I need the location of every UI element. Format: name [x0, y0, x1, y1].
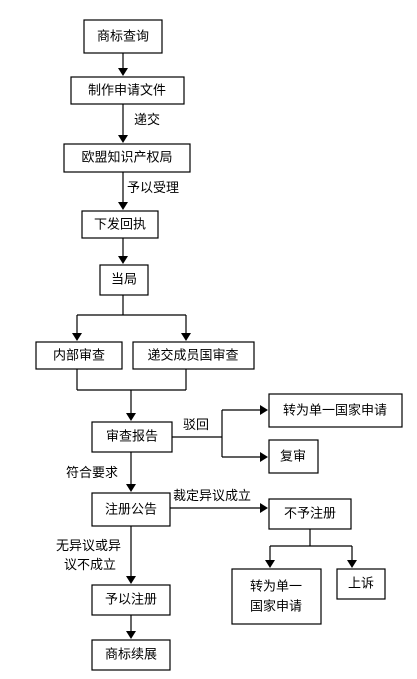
node-convert-single-country-top: 转为单一国家申请: [268, 393, 403, 428]
node-label: 不予注册: [284, 507, 336, 522]
arrowhead: [126, 484, 136, 492]
node-label: 注册公告: [105, 503, 157, 518]
node-member-state-exam: 递交成员国审查: [132, 341, 255, 370]
edge-refuse-split: [269, 529, 353, 560]
node-registration-publication: 注册公告: [91, 492, 171, 527]
node-office: 当局: [99, 264, 149, 296]
arrowhead: [260, 452, 268, 462]
node-label: 转为单一国家申请: [283, 403, 387, 419]
node-label: 内部审查: [53, 348, 105, 364]
node-prepare-documents: 制作申请文件: [70, 76, 185, 105]
node-euipo: 欧盟知识产权局: [63, 143, 191, 173]
arrowhead: [181, 333, 191, 341]
arrowhead: [126, 413, 136, 421]
arrowhead: [347, 560, 357, 568]
node-grant-registration: 予以注册: [91, 584, 171, 616]
node-label: 制作申请文件: [88, 84, 166, 99]
node-reexamination: 复审: [268, 439, 319, 474]
node-label: 递交成员国审查: [147, 348, 238, 364]
node-internal-exam: 内部审查: [35, 341, 123, 370]
node-label: 上诉: [348, 577, 374, 592]
node-refuse-registration: 不予注册: [268, 498, 352, 530]
node-convert-single-country: 转为单一 国家申请: [231, 568, 322, 625]
arrowhead: [126, 576, 136, 584]
node-label: 当局: [111, 273, 137, 288]
node-label: 审查报告: [106, 430, 158, 445]
node-label: 商标查询: [97, 30, 149, 45]
node-label-line1: 转为单一: [250, 580, 302, 595]
label-no-opposition-line2: 议不成立: [64, 558, 116, 573]
label-opposition-upheld: 裁定异议成立: [173, 488, 251, 504]
edge-exams-merge: [76, 369, 187, 413]
arrowhead: [118, 256, 128, 264]
label-no-opposition-line1: 无异议或异: [56, 539, 121, 554]
node-trademark-search: 商标查询: [83, 19, 163, 54]
arrowhead: [260, 503, 268, 513]
node-label: 下发回执: [94, 217, 146, 233]
node-label: 商标续展: [105, 648, 157, 663]
label-submit: 递交: [134, 112, 160, 128]
node-label: 欧盟知识产权局: [81, 150, 172, 166]
arrowhead: [72, 333, 82, 341]
arrowhead: [118, 202, 128, 210]
node-label: 予以注册: [105, 593, 157, 608]
edge-labels: 递交 予以受理 驳回 符合要求 裁定异议成立 无异议或异 议不成立: [56, 112, 251, 573]
node-label: 复审: [280, 450, 306, 465]
arrowhead: [260, 405, 268, 415]
node-exam-report: 审查报告: [91, 421, 173, 453]
node-issue-receipt: 下发回执: [81, 210, 159, 239]
arrowhead: [118, 68, 128, 76]
arrowhead: [265, 560, 275, 568]
nodes: 商标查询 制作申请文件 欧盟知识产权局 下发回执 当局 内部审查 递交成员国审查: [35, 19, 403, 671]
edge-office-split: [76, 295, 187, 333]
arrowhead: [126, 631, 136, 639]
arrowhead: [118, 135, 128, 143]
node-trademark-renewal: 商标续展: [91, 639, 171, 671]
edges: [72, 53, 357, 639]
label-meets-requirements: 符合要求: [66, 465, 118, 481]
edge-report-reject-branch: [172, 409, 260, 458]
node-label-line2: 国家申请: [250, 599, 302, 615]
node-appeal: 上诉: [336, 568, 386, 600]
label-reject: 驳回: [183, 418, 209, 433]
label-accept: 予以受理: [127, 181, 179, 196]
